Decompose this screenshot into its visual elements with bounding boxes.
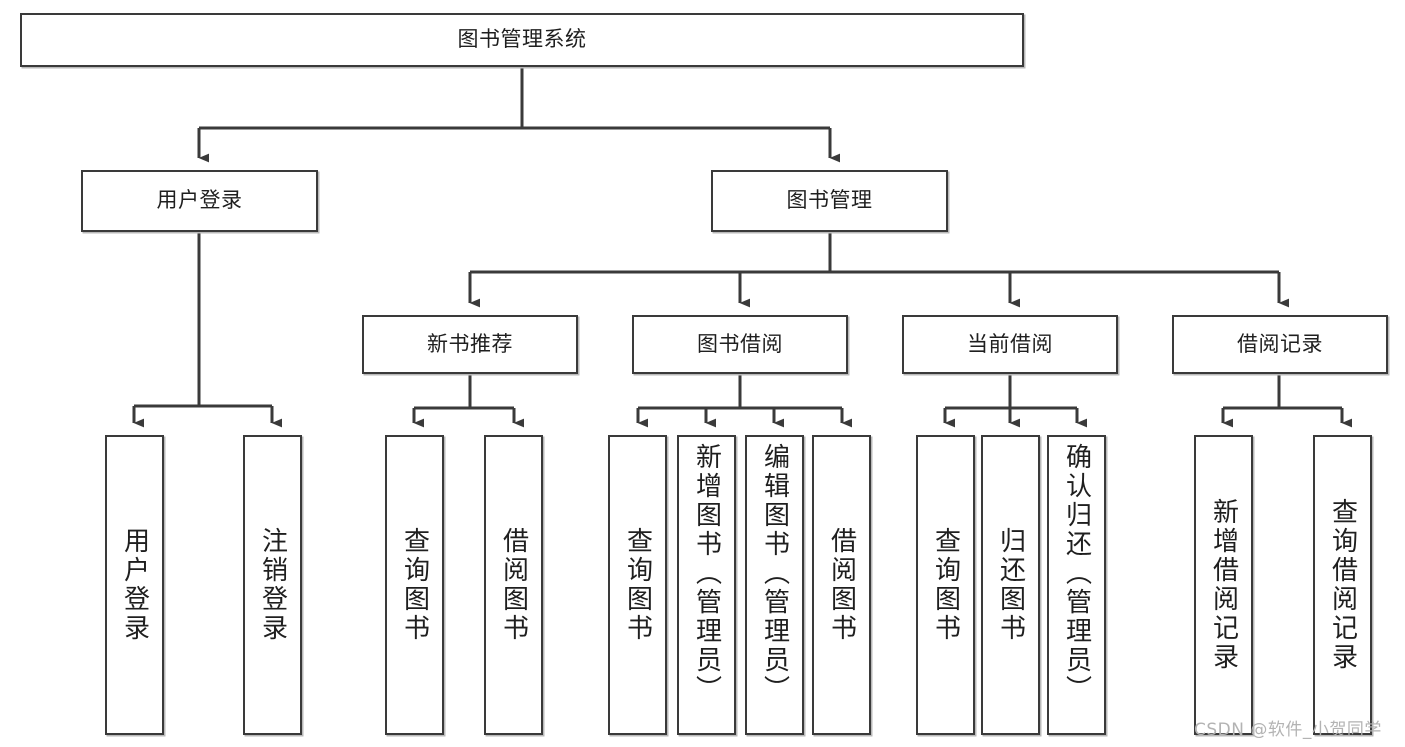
node-book-management[interactable]: 图书管理 (711, 170, 948, 232)
leaf-new-book-query[interactable]: 查询图书 (385, 435, 444, 735)
node-label: 编辑图书（管理员） (759, 443, 790, 704)
node-label: 确认归还（管理员） (1061, 443, 1092, 704)
leaf-borrow-edit-book-admin[interactable]: 编辑图书（管理员） (745, 435, 804, 735)
node-label: 用户登录 (156, 188, 243, 213)
leaf-record-add-record[interactable]: 新增借阅记录 (1194, 435, 1253, 735)
leaf-user-login-logout[interactable]: 注销登录 (243, 435, 302, 735)
node-root-system[interactable]: 图书管理系统 (20, 13, 1024, 67)
node-label: 借阅图书 (826, 527, 857, 643)
leaf-borrow-add-book-admin[interactable]: 新增图书（管理员） (677, 435, 736, 735)
node-label: 当前借阅 (967, 331, 1053, 356)
leaf-current-return-book[interactable]: 归还图书 (981, 435, 1040, 735)
node-label: 借阅记录 (1237, 331, 1323, 356)
leaf-borrow-query-book[interactable]: 查询图书 (608, 435, 667, 735)
leaf-new-book-borrow[interactable]: 借阅图书 (484, 435, 543, 735)
node-label: 图书借阅 (697, 331, 783, 356)
node-label: 归还图书 (995, 527, 1026, 643)
leaf-user-login-login[interactable]: 用户登录 (105, 435, 164, 735)
node-current-borrow[interactable]: 当前借阅 (902, 315, 1118, 374)
node-borrow-record[interactable]: 借阅记录 (1172, 315, 1388, 374)
leaf-current-confirm-return-admin[interactable]: 确认归还（管理员） (1047, 435, 1106, 735)
node-label: 查询图书 (622, 527, 653, 643)
node-label: 注销登录 (257, 527, 288, 643)
node-book-borrow[interactable]: 图书借阅 (632, 315, 848, 374)
node-label: 新书推荐 (427, 331, 513, 356)
node-label: 查询图书 (930, 527, 961, 643)
node-label: 查询借阅记录 (1327, 498, 1358, 672)
node-user-login[interactable]: 用户登录 (81, 170, 318, 232)
node-label: 图书管理系统 (457, 27, 587, 52)
node-label: 新增借阅记录 (1208, 498, 1239, 672)
leaf-current-query-book[interactable]: 查询图书 (916, 435, 975, 735)
node-label: 借阅图书 (498, 527, 529, 643)
node-label: 查询图书 (399, 527, 430, 643)
node-label: 新增图书（管理员） (691, 443, 722, 704)
leaf-borrow-borrow-book[interactable]: 借阅图书 (812, 435, 871, 735)
leaf-record-query-record[interactable]: 查询借阅记录 (1313, 435, 1372, 735)
node-label: 用户登录 (119, 527, 150, 643)
node-new-book-recommend[interactable]: 新书推荐 (362, 315, 578, 374)
node-label: 图书管理 (786, 188, 873, 213)
